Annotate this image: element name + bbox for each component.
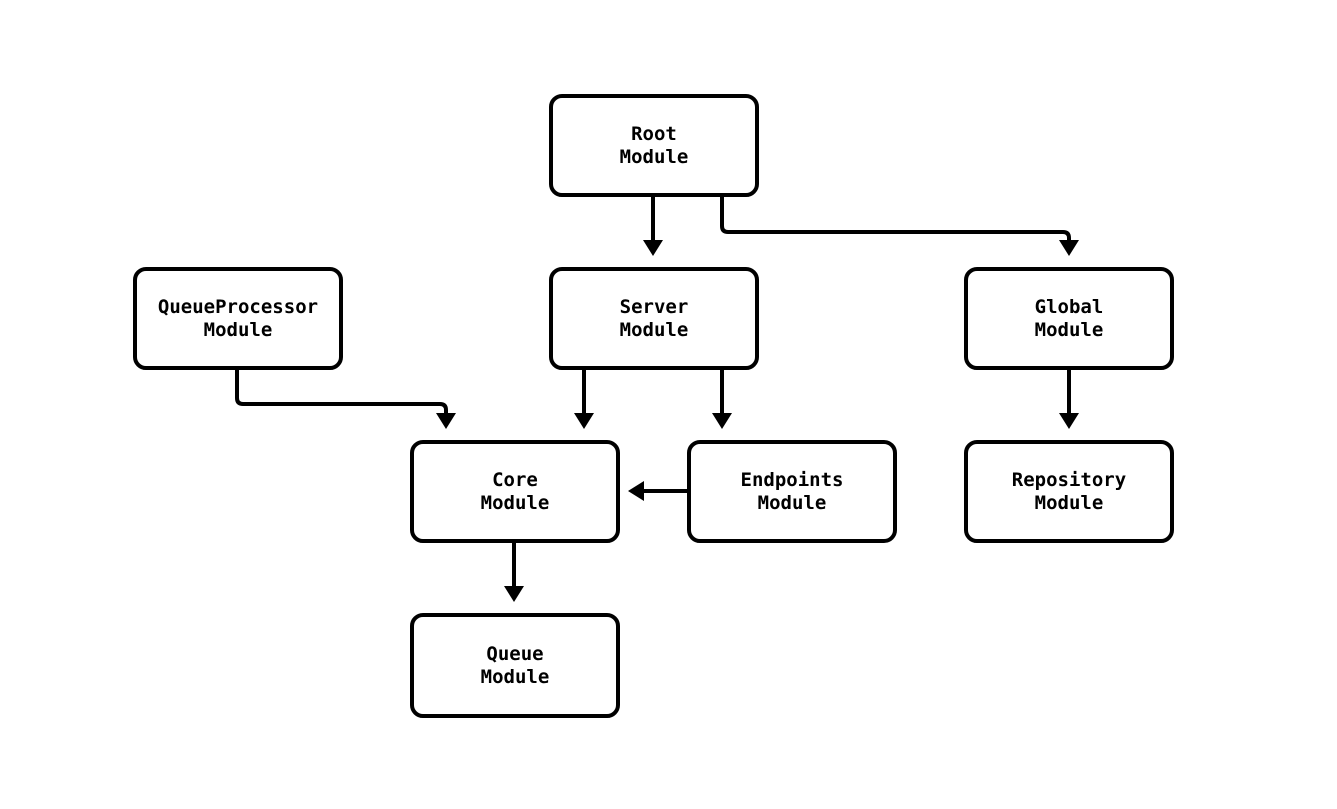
node-global-module-label: Global Module: [1034, 295, 1104, 341]
node-core-module-label: Core Module: [480, 468, 550, 514]
edge-queueprocessor-core-arrowhead: [436, 413, 456, 429]
node-core-module[interactable]: Core Module: [410, 440, 620, 543]
node-endpoints-module[interactable]: Endpoints Module: [687, 440, 897, 543]
node-repository-module-label: Repository Module: [1011, 468, 1127, 514]
node-queueprocessor-module[interactable]: QueueProcessor Module: [133, 267, 343, 370]
edge-root-server-arrowhead: [643, 240, 663, 256]
node-server-module-label: Server Module: [619, 295, 689, 341]
node-root-module[interactable]: Root Module: [549, 94, 759, 197]
node-repository-module[interactable]: Repository Module: [964, 440, 1174, 543]
edge-root-global: [720, 197, 1071, 242]
node-server-module[interactable]: Server Module: [549, 267, 759, 370]
edge-queueprocessor-core: [235, 370, 448, 415]
node-queueprocessor-module-label: QueueProcessor Module: [157, 295, 319, 341]
edge-server-endpoints-arrowhead: [712, 413, 732, 429]
node-root-module-label: Root Module: [619, 122, 689, 168]
edge-endpoints-core-arrowhead: [628, 481, 644, 501]
edge-core-queue-arrowhead: [504, 586, 524, 602]
node-queue-module[interactable]: Queue Module: [410, 613, 620, 718]
edge-root-global-arrowhead: [1059, 240, 1079, 256]
node-endpoints-module-label: Endpoints Module: [740, 468, 844, 514]
edge-server-core-arrowhead: [574, 413, 594, 429]
node-queue-module-label: Queue Module: [480, 642, 550, 688]
node-global-module[interactable]: Global Module: [964, 267, 1174, 370]
edge-global-repository-arrowhead: [1059, 413, 1079, 429]
